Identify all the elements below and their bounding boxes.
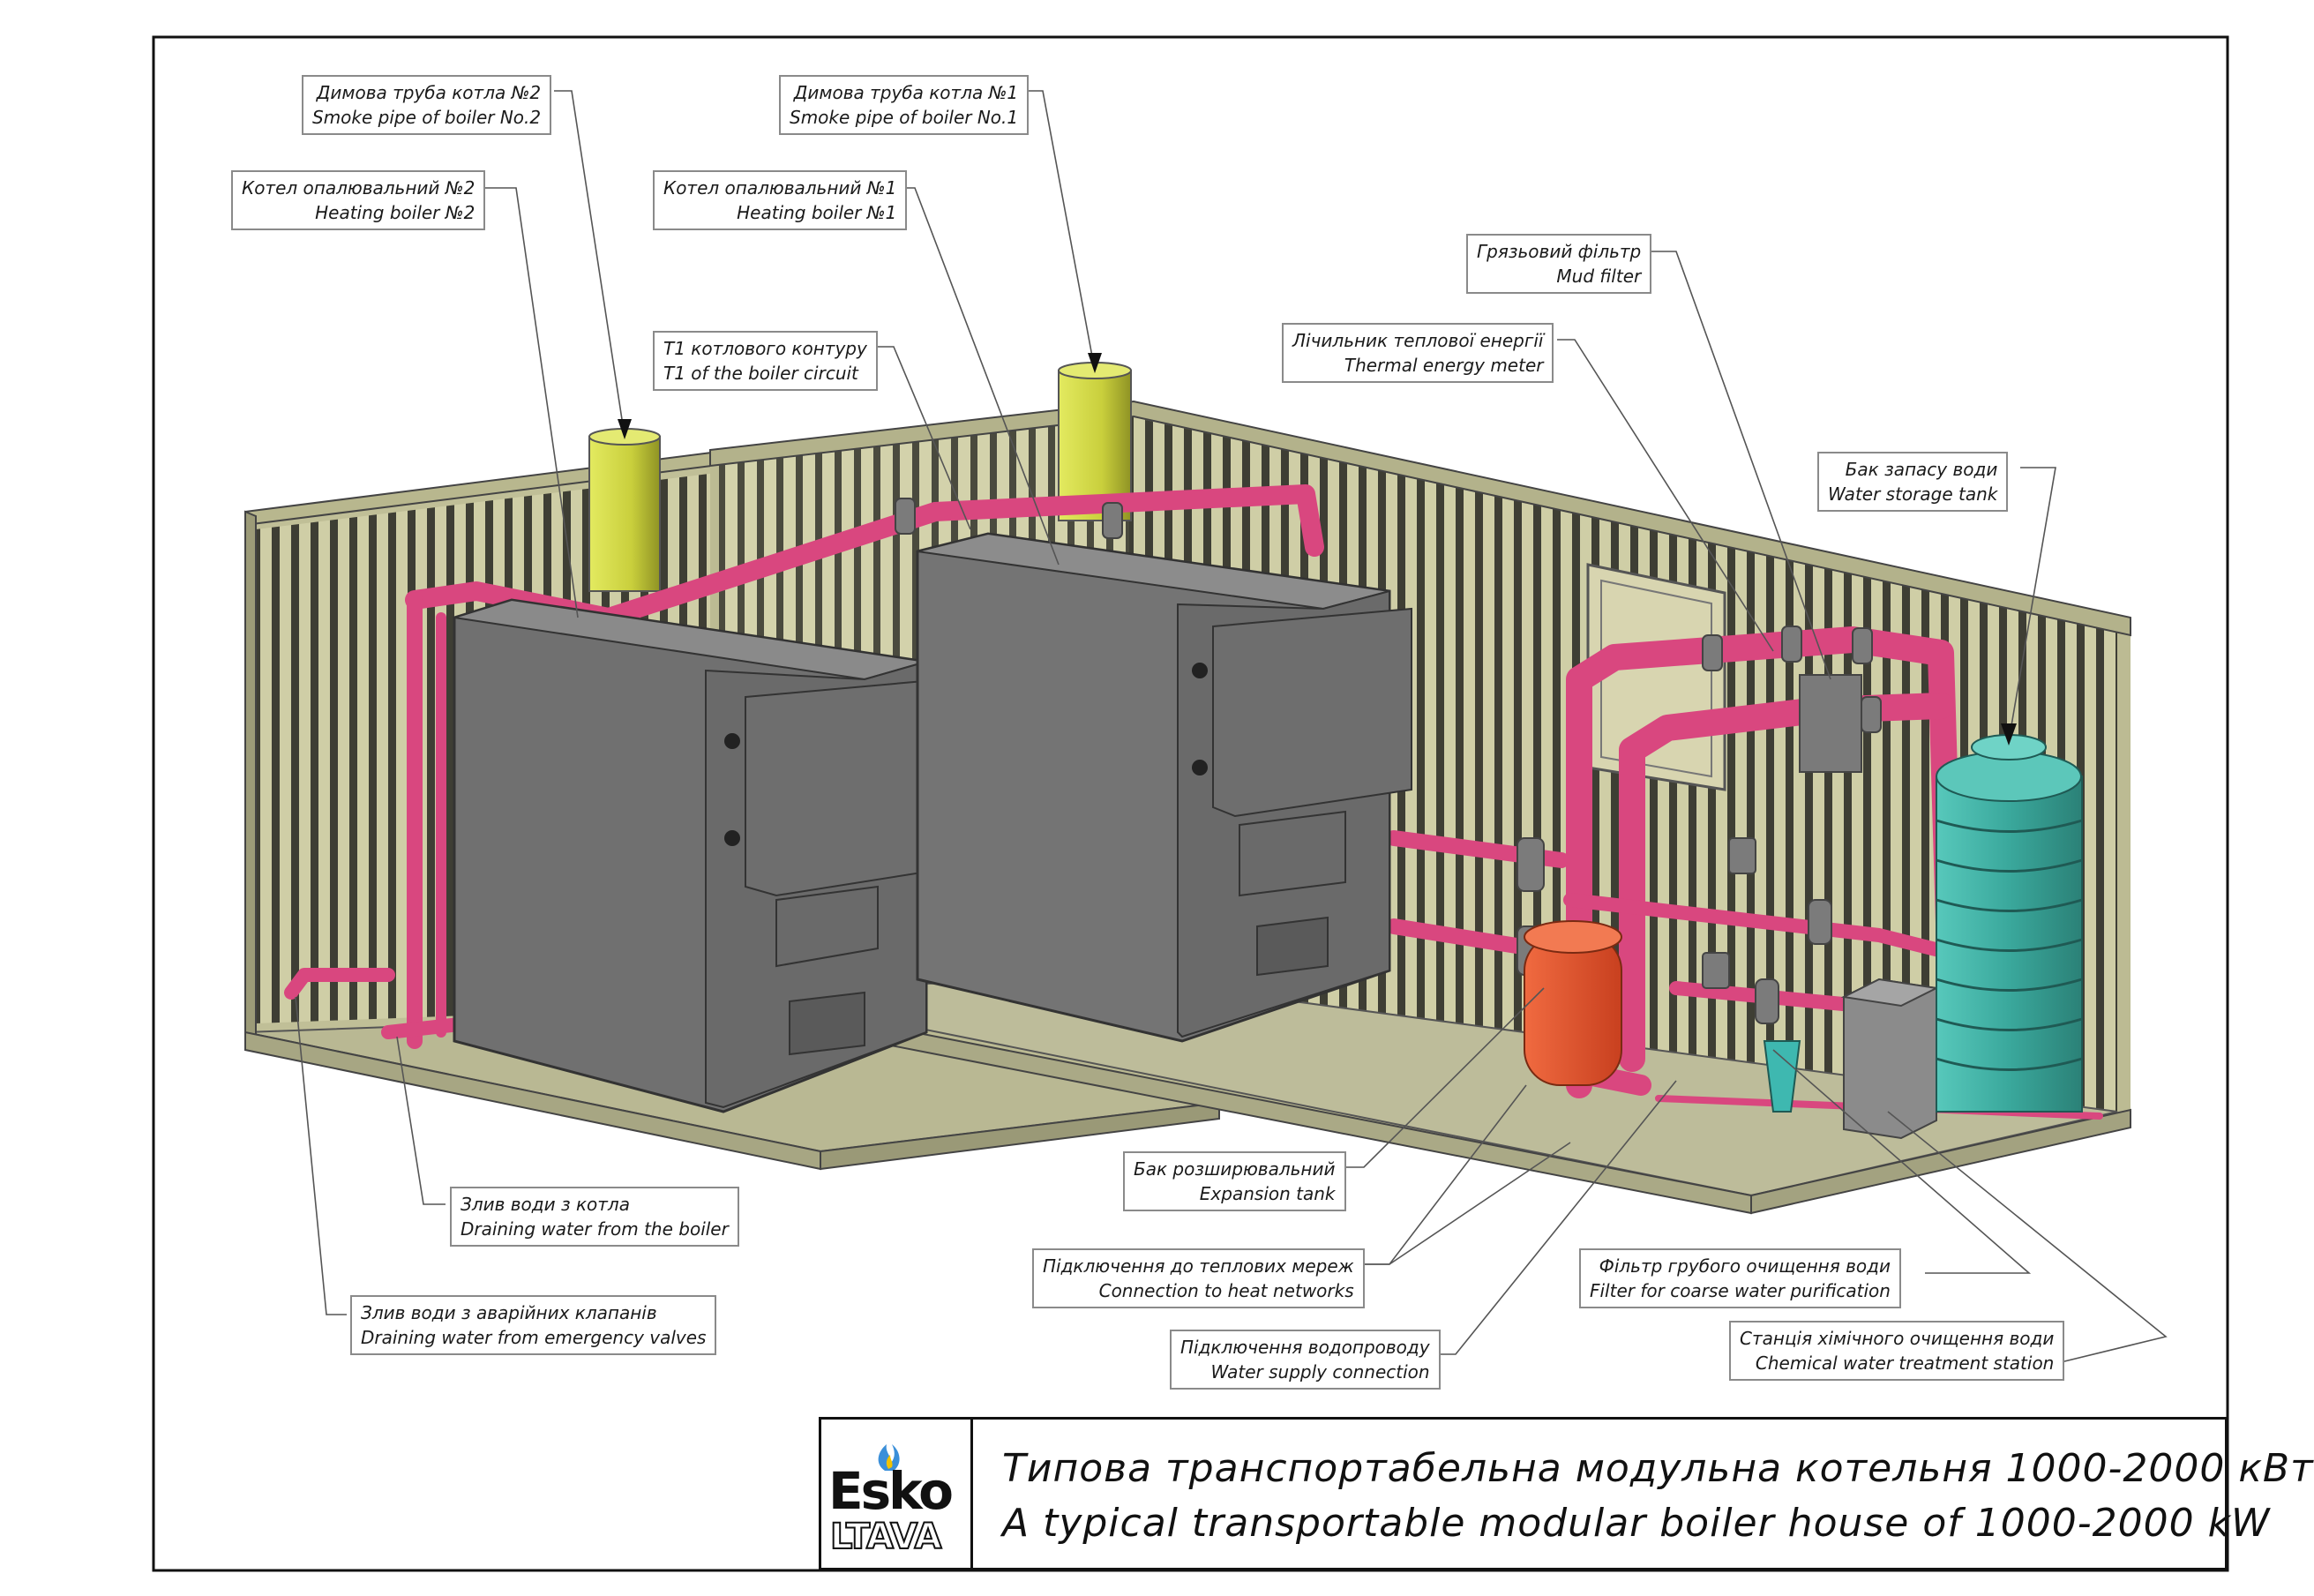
label-ua: Злив води з аварійних клапанів: [361, 1302, 657, 1323]
label-mud-filter: Грязьовий фільтр Mud filter: [1466, 234, 1652, 294]
label-coarse-filter: Фільтр грубого очищення води Filter for …: [1579, 1248, 1901, 1308]
boiler-house-illustration: [152, 35, 2229, 1572]
label-en: Smoke pipe of boiler No.1: [790, 107, 1019, 128]
label-ua: Бак запасу води: [1845, 459, 1998, 480]
coarse-filter: [1763, 1040, 1801, 1113]
esko-ltava-logo: Esko LTAVA: [821, 1420, 973, 1568]
label-smoke-pipe-1: Димова труба котла №1 Smoke pipe of boil…: [779, 75, 1030, 135]
logo-sub: LTAVA: [829, 1517, 942, 1557]
label-draining-emergency-valves: Злив води з аварійних клапанів Draining …: [350, 1295, 717, 1355]
label-en: Connection to heat networks: [1098, 1280, 1354, 1301]
label-en: Mud filter: [1556, 266, 1642, 287]
expansion-tank: [1524, 920, 1622, 1086]
label-en: Smoke pipe of boiler No.2: [312, 107, 542, 128]
label-ua: Станція хімічного очищення води: [1740, 1328, 2055, 1349]
label-ua: T1 котлового контуру: [663, 338, 867, 359]
label-en: Expansion tank: [1199, 1183, 1336, 1204]
label-ua: Підключення до теплових мереж: [1043, 1255, 1354, 1277]
water-storage-tank: [1936, 734, 2083, 1113]
label-thermal-energy-meter: Лічильник теплової енергії Thermal energ…: [1282, 323, 1554, 383]
label-expansion-tank: Бак розширювальний Expansion tank: [1123, 1151, 1346, 1211]
pipe-fittings: [895, 498, 1882, 1024]
label-ua: Бак розширювальний: [1134, 1158, 1336, 1180]
flame-icon: [878, 1444, 900, 1471]
label-en: Filter for coarse water purification: [1590, 1280, 1891, 1301]
label-en: Water storage tank: [1828, 483, 1998, 505]
label-water-supply-connection: Підключення водопроводу Water supply con…: [1170, 1330, 1441, 1390]
mud-filter: [1799, 674, 1862, 773]
label-ua: Котел опалювальний №1: [663, 177, 897, 199]
logo-brand: Esko: [828, 1461, 954, 1521]
drawing-sheet: Димова труба котла №2 Smoke pipe of boil…: [152, 35, 2313, 1572]
label-en: Thermal energy meter: [1344, 355, 1544, 376]
heating-boiler-1: [916, 532, 1412, 1043]
title-block: Esko LTAVA Типова транспортабельна модул…: [819, 1417, 2313, 1570]
chimney-2: [588, 428, 661, 592]
label-ua: Злив води з котла: [461, 1194, 630, 1215]
sheet-border: [152, 35, 2229, 1572]
label-en: Draining water from the boiler: [461, 1218, 729, 1240]
label-heating-boiler-1: Котел опалювальний №1 Heating boiler №1: [653, 170, 908, 230]
label-heating-boiler-2: Котел опалювальний №2 Heating boiler №2: [231, 170, 486, 230]
label-en: Draining water from emergency valves: [361, 1327, 707, 1348]
label-en: Heating boiler №1: [737, 202, 897, 223]
label-water-storage-tank: Бак запасу води Water storage tank: [1817, 452, 2009, 512]
label-en: Heating boiler №2: [315, 202, 476, 223]
label-en: Chemical water treatment station: [1755, 1352, 2055, 1374]
label-ua: Котел опалювальний №2: [242, 177, 476, 199]
label-en: T1 of the boiler circuit: [663, 363, 858, 384]
label-ua: Лічильник теплової енергії: [1292, 330, 1544, 351]
label-en: Water supply connection: [1210, 1361, 1430, 1382]
label-chemical-treatment-station: Станція хімічного очищення води Chemical…: [1729, 1321, 2065, 1381]
leader-arrows: [618, 353, 2017, 746]
title-english: A typical transportable modular boiler h…: [1002, 1501, 2271, 1546]
label-ua: Димова труба котла №2: [316, 82, 542, 103]
label-ua: Димова труба котла №1: [793, 82, 1019, 103]
label-heat-networks-connection: Підключення до теплових мереж Connection…: [1032, 1248, 1365, 1308]
label-smoke-pipe-2: Димова труба котла №2 Smoke pipe of boil…: [302, 75, 552, 135]
label-ua: Підключення водопроводу: [1180, 1337, 1430, 1358]
title-ukrainian: Типова транспортабельна модульна котельн…: [1002, 1446, 2314, 1491]
label-ua: Фільтр грубого очищення води: [1599, 1255, 1891, 1277]
label-draining-boiler: Злив води з котла Draining water from th…: [450, 1187, 739, 1247]
label-ua: Грязьовий фільтр: [1477, 241, 1642, 262]
label-t1-boiler-circuit: T1 котлового контуру T1 of the boiler ci…: [653, 331, 878, 391]
heating-boiler-2: [453, 598, 945, 1113]
